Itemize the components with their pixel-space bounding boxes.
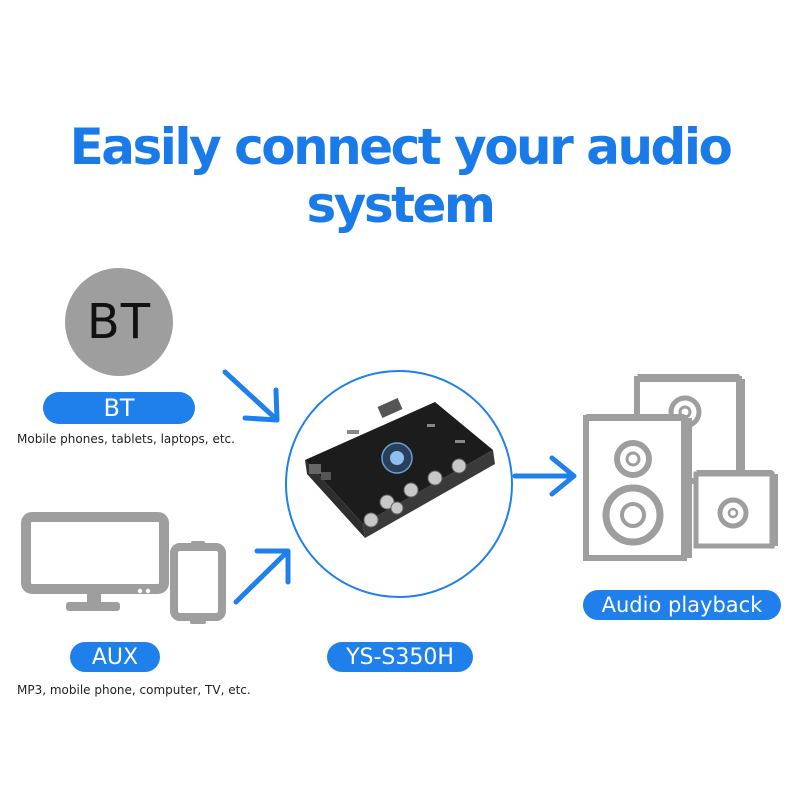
small-speaker bbox=[693, 470, 778, 549]
amplifier-board-icon bbox=[305, 398, 495, 538]
model-label-pill: YS-S350H bbox=[327, 642, 473, 672]
aux-label-pill: AUX bbox=[70, 642, 160, 672]
bt-icon-label: BT bbox=[86, 294, 152, 350]
front-speaker bbox=[583, 414, 692, 561]
arrow-down-right-icon bbox=[222, 369, 280, 423]
audio-playback-pill: Audio playback bbox=[583, 590, 781, 620]
arrow-right-icon bbox=[512, 455, 577, 497]
aux-caption: MP3, mobile phone, computer, TV, etc. bbox=[17, 683, 251, 697]
bt-icon: BT bbox=[65, 268, 173, 376]
arrow-up-right-icon bbox=[233, 548, 291, 605]
bt-label-pill: BT bbox=[43, 392, 195, 424]
page-title: Easily connect your audio system bbox=[69, 118, 733, 234]
bt-caption: Mobile phones, tablets, laptops, etc. bbox=[17, 432, 235, 446]
amplifier-frame bbox=[285, 370, 513, 598]
